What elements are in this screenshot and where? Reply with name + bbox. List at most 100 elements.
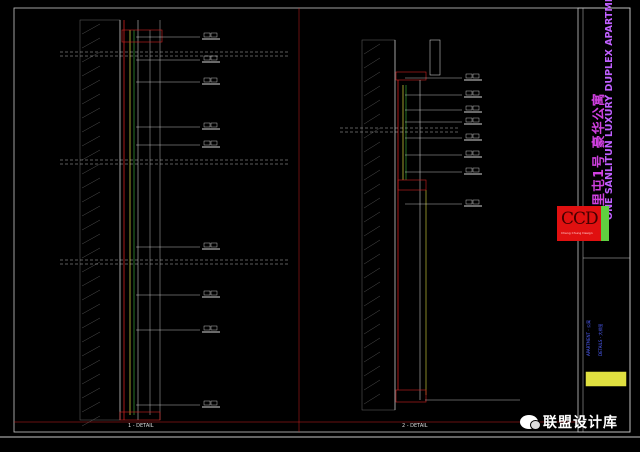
bottom-base xyxy=(119,411,161,421)
tag-box xyxy=(210,290,218,296)
wall-hatch xyxy=(363,197,381,209)
wall-hatch xyxy=(363,309,381,321)
wall-hatch xyxy=(81,261,101,273)
wall-hatch xyxy=(81,37,101,49)
wall-hatch xyxy=(363,365,381,377)
wall-hatch xyxy=(363,57,381,69)
tag-box xyxy=(472,105,480,111)
tag-box xyxy=(472,117,480,123)
detail-label-1: 1 - DETAIL xyxy=(128,423,154,429)
wall-hatch xyxy=(81,373,101,385)
wall-hatch xyxy=(363,71,381,83)
wall-hatch xyxy=(363,155,381,167)
mid-box xyxy=(397,179,427,191)
tag-box xyxy=(465,199,473,205)
tag-box xyxy=(203,242,211,248)
tag-box xyxy=(203,325,211,331)
wall-hatch xyxy=(81,219,101,231)
tag-box xyxy=(203,77,211,83)
tag-box xyxy=(210,122,218,128)
tag-box xyxy=(210,32,218,38)
tag-box xyxy=(465,90,473,96)
tag-box xyxy=(472,167,480,173)
wall-hatch xyxy=(81,51,101,63)
wall-hatch xyxy=(363,281,381,293)
wall-hatch xyxy=(363,351,381,363)
wall-hatch xyxy=(363,379,381,391)
tag-box xyxy=(210,325,218,331)
tag-box xyxy=(465,133,473,139)
wall-hatch xyxy=(363,211,381,223)
tag-box xyxy=(203,32,211,38)
wall-hatch xyxy=(81,331,101,343)
wall-hatch xyxy=(81,233,101,245)
tag-box xyxy=(472,73,480,79)
tag-box xyxy=(472,199,480,205)
wall-hatch xyxy=(363,253,381,265)
wall-hatch xyxy=(363,225,381,237)
title-block-yellow-box xyxy=(585,371,627,387)
tag-box xyxy=(203,55,211,61)
wall-hatch xyxy=(363,169,381,181)
tag-box xyxy=(203,400,211,406)
wall-hatch xyxy=(81,121,101,133)
wall-hatch xyxy=(363,113,381,125)
wall-hatch xyxy=(363,295,381,307)
wall-hatch xyxy=(81,65,101,77)
wall-hatch xyxy=(363,239,381,251)
wall-hatch xyxy=(363,85,381,97)
wall-hatch xyxy=(81,303,101,315)
drawing-frame xyxy=(13,7,631,433)
wall-hatch xyxy=(81,191,101,203)
ccd-logo-text: CCD xyxy=(561,209,599,229)
wall-hatch xyxy=(363,141,381,153)
tag-box xyxy=(472,90,480,96)
wall-hatch xyxy=(81,247,101,259)
tag-box xyxy=(210,77,218,83)
wall-hatch xyxy=(81,93,101,105)
wall-hatch xyxy=(363,393,381,405)
wall-hatch xyxy=(363,267,381,279)
wall-hatch xyxy=(81,401,101,413)
base-box xyxy=(395,389,427,403)
wall-hatch xyxy=(363,323,381,335)
wall-hatch xyxy=(81,149,101,161)
tag-box xyxy=(210,140,218,146)
wall-hatch xyxy=(81,387,101,399)
ceiling-box xyxy=(395,71,427,81)
stamp-bar xyxy=(601,206,609,241)
wall-hatch xyxy=(81,79,101,91)
tag-box xyxy=(203,290,211,296)
wall-hatch xyxy=(81,135,101,147)
wall-hatch xyxy=(81,317,101,329)
wall-hatch xyxy=(81,205,101,217)
wall-hatch xyxy=(363,127,381,139)
tag-box xyxy=(465,73,473,79)
watermark: 联盟设计库 xyxy=(520,412,618,432)
tag-box xyxy=(465,167,473,173)
tag-box xyxy=(465,105,473,111)
tag-box xyxy=(203,140,211,146)
wechat-icon xyxy=(520,415,541,430)
tag-box xyxy=(465,117,473,123)
wall-hatch xyxy=(81,107,101,119)
top-cap xyxy=(121,29,163,43)
wall-hatch xyxy=(363,99,381,111)
tag-box xyxy=(210,242,218,248)
detail-label-2: 2 - DETAIL xyxy=(402,423,428,429)
tag-box xyxy=(203,122,211,128)
wall-hatch xyxy=(363,183,381,195)
wall-hatch xyxy=(81,345,101,357)
wall-hatch xyxy=(81,177,101,189)
wall-hatch xyxy=(363,337,381,349)
sheet-type: DETAILS - 大样图 xyxy=(598,323,603,356)
wall-right xyxy=(361,39,396,411)
tag-box xyxy=(472,150,480,156)
sheet-name: APARTMENT - 公寓 xyxy=(586,320,591,356)
tag-box xyxy=(465,150,473,156)
wall-hatch xyxy=(81,415,101,427)
tag-box xyxy=(210,55,218,61)
ccd-logo: CCD Cheng Chung Design xyxy=(557,206,601,241)
tag-box xyxy=(210,400,218,406)
